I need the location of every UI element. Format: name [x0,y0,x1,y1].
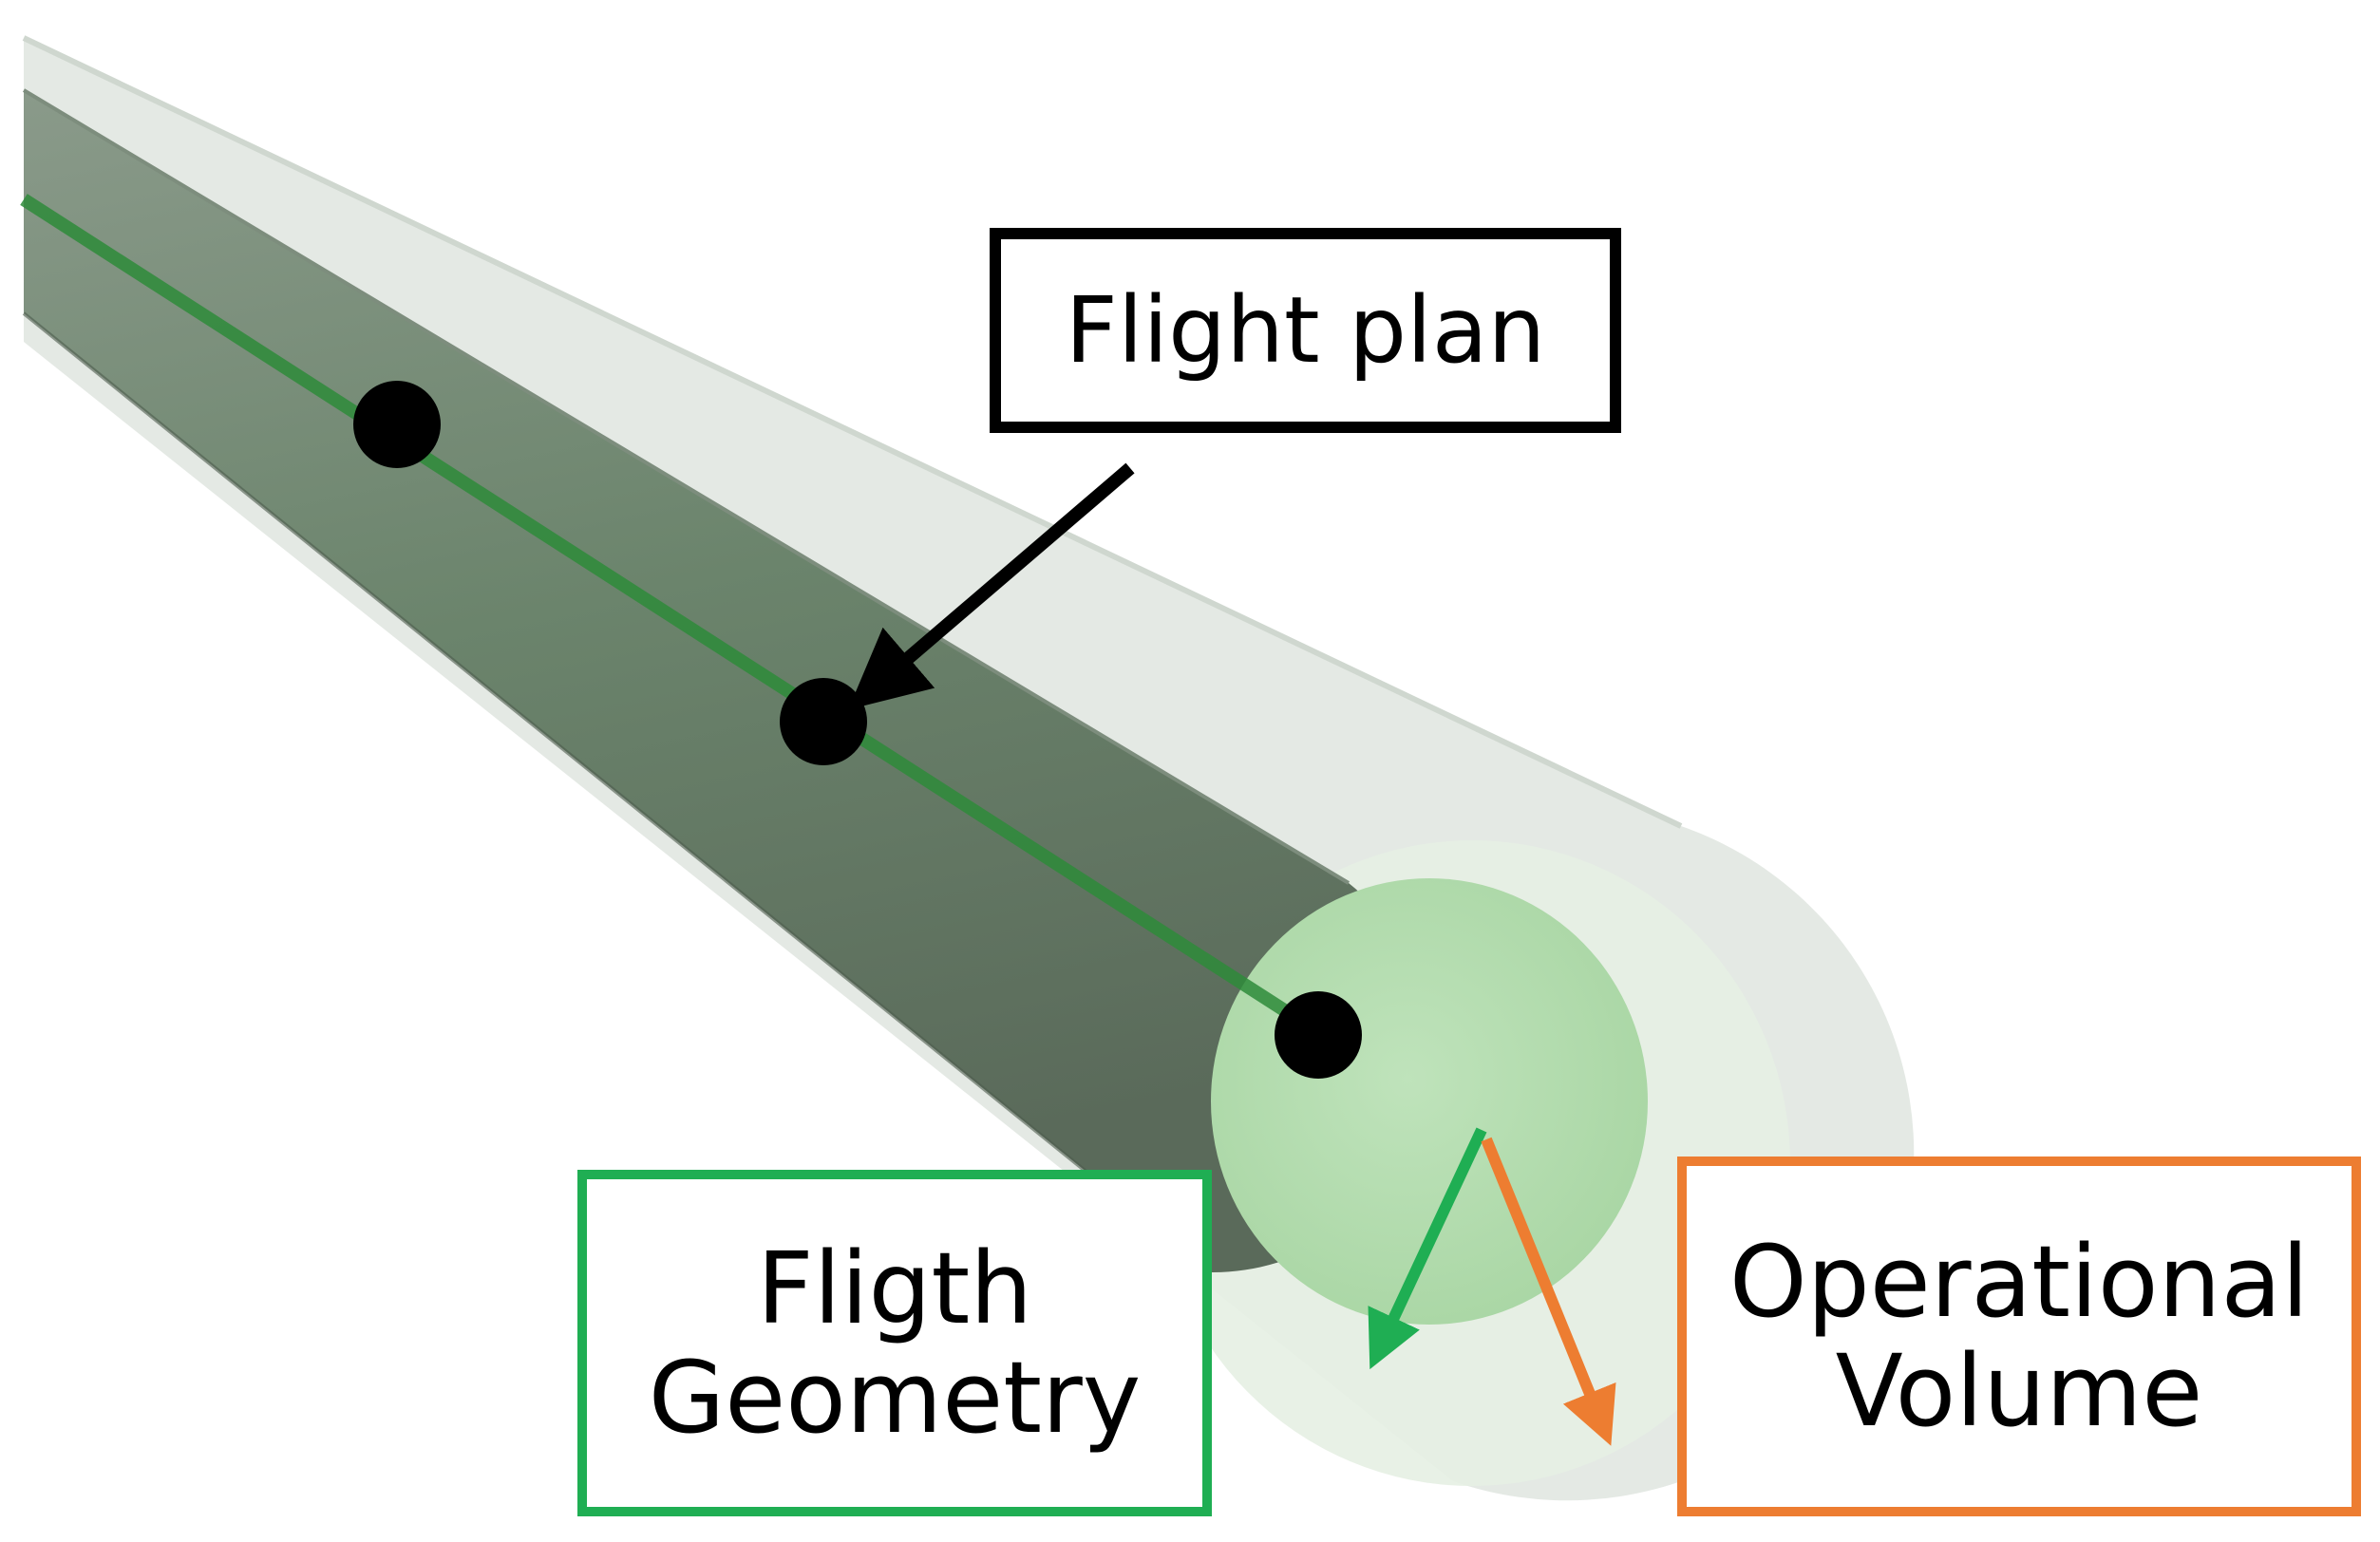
flight-plan-label: Flight plan [1065,277,1546,384]
waypoint-3 [1275,991,1362,1079]
flight-geometry-label-line1: Fligth [756,1231,1033,1347]
flight-geometry-label-box: Fligth Geometry [577,1170,1212,1516]
flight-geometry-tube [22,88,1648,1325]
waypoint-1 [353,381,441,468]
inner-end-face [1211,878,1648,1325]
geometry-radius-arrow [1368,1127,1487,1370]
flight-plan-label-box: Flight plan [990,228,1621,433]
volume-radius-arrow [1481,1137,1616,1446]
operational-volume-label-line2: Volume [1835,1332,2203,1449]
flight-path-line [20,194,1319,1036]
flight-plan-arrow [848,462,1135,710]
operational-volume-label-line1: Operational [1728,1224,2310,1341]
waypoint-2 [780,678,867,765]
operational-volume-label-box: Operational Volume [1677,1156,2361,1516]
flight-geometry-label-line2: Geometry [648,1339,1142,1456]
